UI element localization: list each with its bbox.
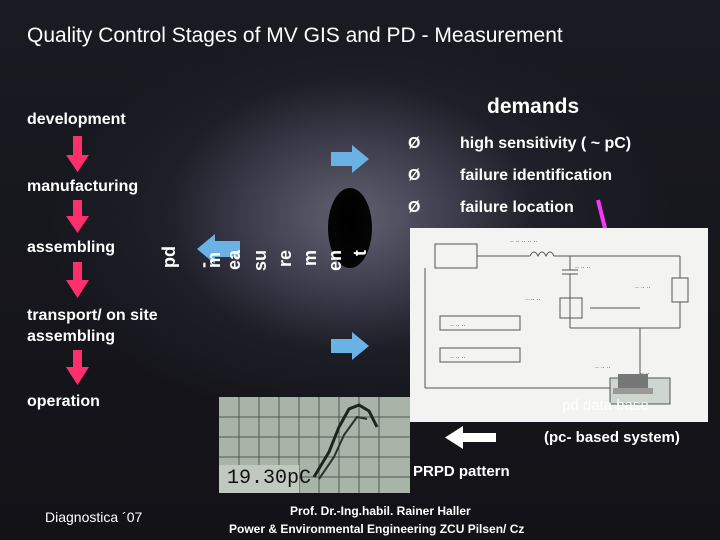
arrow-bullet-icon: Ø [408,135,421,152]
prpd-reading: 19.30pC [227,467,312,490]
down-arrow-2 [66,200,89,233]
footer-affiliation: Power & Environmental Engineering ZCU Pi… [229,522,525,536]
svg-text:.. .. ..: .. .. .. [575,263,591,270]
blue-arrow-right-top [331,145,369,173]
stage-transport: transport/ on site [27,307,158,324]
footer-author: Prof. Dr.-Ing.habil. Rainer Haller [290,504,471,518]
pd-measurement-word-5: su [250,250,270,272]
arrow-bullet-icon: Ø [408,167,421,184]
pd-measurement-word-7: m [300,250,320,267]
stage-transport-assembling: assembling [27,328,116,345]
svg-text:.. .. ..: .. .. .. [595,363,611,370]
demands-heading: demands [487,95,580,118]
glass-bulb-image [328,188,372,268]
stage-operation: operation [27,393,100,410]
svg-text:.. .. ..: .. .. .. [450,353,466,360]
down-arrow-1 [66,136,89,172]
prpd-pattern-label: PRPD pattern [413,463,510,480]
pd-measurement-word-1: pd [159,246,179,268]
white-arrow-left [445,426,496,449]
stage-manufacturing: manufacturing [27,178,139,195]
stage-development: development [27,111,126,128]
pd-measurement-word-8: en [325,250,345,272]
pd-measurement-word-4: ea [224,250,244,271]
blue-arrow-right-bottom [331,332,369,360]
down-arrow-4 [66,350,89,385]
measurement-circuit-image: .. .. .. .. .. .. .. .. .. .. .. .. .. .… [410,228,708,422]
svg-text:.. ..: .. .. [640,369,650,376]
pd-measurement-word-9: t [350,250,370,256]
pd-database-label: pd data base [562,397,649,414]
svg-text:.. .. .. .. ..: .. .. .. .. .. [510,237,537,244]
down-arrow-3 [66,262,89,298]
pd-measurement-word-6: re [275,250,295,268]
prpd-pattern-image: 19.30pC [219,397,410,493]
arrow-bullet-icon: Ø [408,199,421,216]
svg-text:.. .. ..: .. .. .. [525,295,541,302]
prpd-scope-icon [219,397,410,493]
circuit-diagram-icon: .. .. .. .. .. .. .. .. .. .. .. .. .. .… [424,237,689,405]
svg-text:.. .. ..: .. .. .. [450,321,466,328]
footer-event: Diagnostica ´07 [45,509,143,525]
slide-title: Quality Control Stages of MV GIS and PD … [27,24,563,47]
pd-database-subtitle: (pc- based system) [544,429,680,446]
stage-assembling: assembling [27,239,116,256]
svg-text:.. .. ..: .. .. .. [635,283,651,290]
blue-arrow-left [197,234,240,264]
pd-measurement-word-3: m [204,252,224,269]
